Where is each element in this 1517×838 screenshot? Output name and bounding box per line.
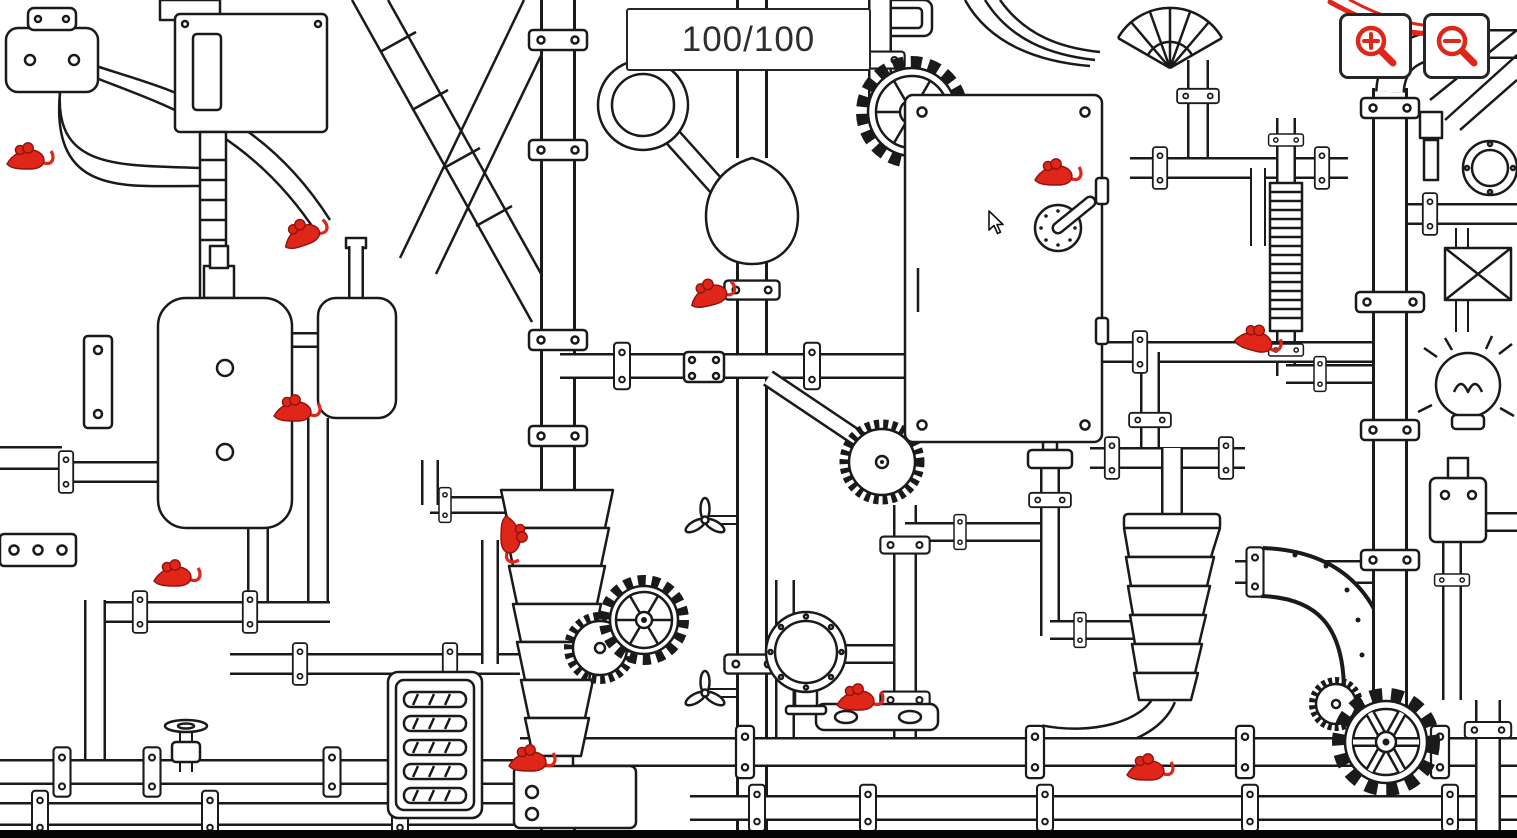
hidden-mouse[interactable]: [835, 682, 885, 712]
found-counter: 100/100: [626, 8, 871, 71]
hidden-mouse[interactable]: [5, 141, 55, 171]
magnifier-plus-icon: [1355, 25, 1396, 67]
hidden-mouse[interactable]: [152, 558, 202, 588]
zoom-in-button[interactable]: [1339, 13, 1412, 79]
magnifier-minus-icon: [1436, 25, 1477, 67]
bottom-edge-bar: [0, 830, 1517, 838]
zoom-out-button[interactable]: [1423, 13, 1490, 79]
